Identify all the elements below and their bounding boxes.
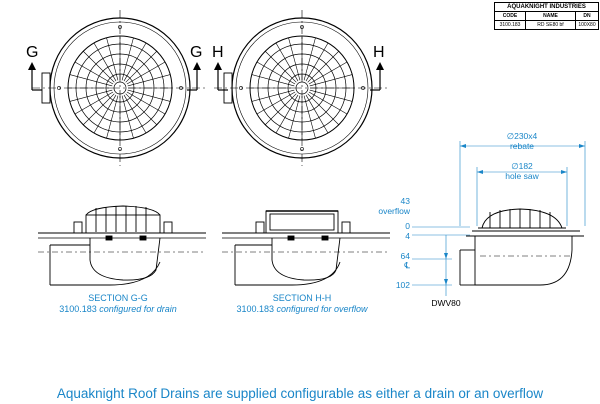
header-name: NAME bbox=[526, 12, 576, 20]
marker-g-left: G bbox=[26, 44, 39, 61]
marker-g-right: G bbox=[190, 44, 203, 61]
dim-rebate-label: rebate bbox=[509, 141, 535, 151]
dim-overflow-label: overflow bbox=[378, 206, 410, 216]
title-block-value-row: 3100.183 RD SE80 bf 100X80 bbox=[495, 21, 598, 29]
dim-102: 102 bbox=[395, 280, 410, 290]
caption-gg-title: SECTION G-G bbox=[88, 293, 148, 303]
dim-rebate: ∅230x4 rebate bbox=[492, 131, 552, 151]
caption-gg-sub: 3100.183 configured for drain bbox=[38, 304, 198, 315]
section-hh-drawing bbox=[222, 210, 390, 286]
dimension-lines bbox=[412, 141, 586, 296]
value-dn: 100X80 bbox=[578, 22, 596, 28]
plan-view-h bbox=[214, 10, 390, 166]
footer-caption: Aquaknight Roof Drains are supplied conf… bbox=[56, 386, 544, 401]
dim-64: 64 bbox=[400, 251, 410, 261]
dwv-label: DWV80 bbox=[431, 298, 461, 308]
header-dn: DN bbox=[583, 13, 591, 19]
dim-43: 43 overflow bbox=[362, 196, 410, 216]
caption-hh-code: 3100.183 bbox=[236, 304, 274, 314]
caption-hh-sub: 3100.183 configured for overflow bbox=[222, 304, 382, 315]
elevation-drawing bbox=[459, 208, 584, 286]
plan-view-g bbox=[32, 10, 208, 166]
title-block-header-row: CODE NAME DN bbox=[495, 12, 598, 21]
title-block: AQUAKNIGHT INDUSTRIES CODE NAME DN 3100.… bbox=[494, 2, 599, 30]
header-code: CODE bbox=[495, 12, 526, 20]
dim-rebate-value: ∅230x4 bbox=[506, 131, 538, 141]
caption-section-gg: SECTION G-G 3100.183 configured for drai… bbox=[38, 293, 198, 315]
section-gg-drawing bbox=[38, 205, 206, 286]
section-line-g bbox=[28, 62, 201, 91]
section-line-h bbox=[214, 62, 384, 91]
value-name: RD SE80 bf bbox=[526, 21, 576, 29]
dim-hole: ∅182 hole saw bbox=[492, 161, 552, 181]
dim-0: 0 bbox=[405, 221, 410, 231]
marker-h-left: H bbox=[212, 44, 224, 61]
caption-hh-title: SECTION H-H bbox=[272, 293, 332, 303]
caption-section-hh: SECTION H-H 3100.183 configured for over… bbox=[222, 293, 382, 315]
marker-h-right: H bbox=[373, 44, 385, 61]
dim-hole-value: ∅182 bbox=[511, 161, 533, 171]
dim-4: 4 bbox=[405, 231, 410, 241]
caption-gg-note: configured for drain bbox=[99, 304, 177, 314]
caption-gg-code: 3100.183 bbox=[59, 304, 97, 314]
caption-hh-note: configured for overflow bbox=[276, 304, 368, 314]
dim-43-value: 43 bbox=[400, 196, 410, 206]
company-name: AQUAKNIGHT INDUSTRIES bbox=[495, 3, 598, 12]
centreline-symbol: ℄ bbox=[404, 260, 410, 270]
value-code: 3100.183 bbox=[495, 21, 526, 29]
dim-hole-label: hole saw bbox=[505, 171, 539, 181]
